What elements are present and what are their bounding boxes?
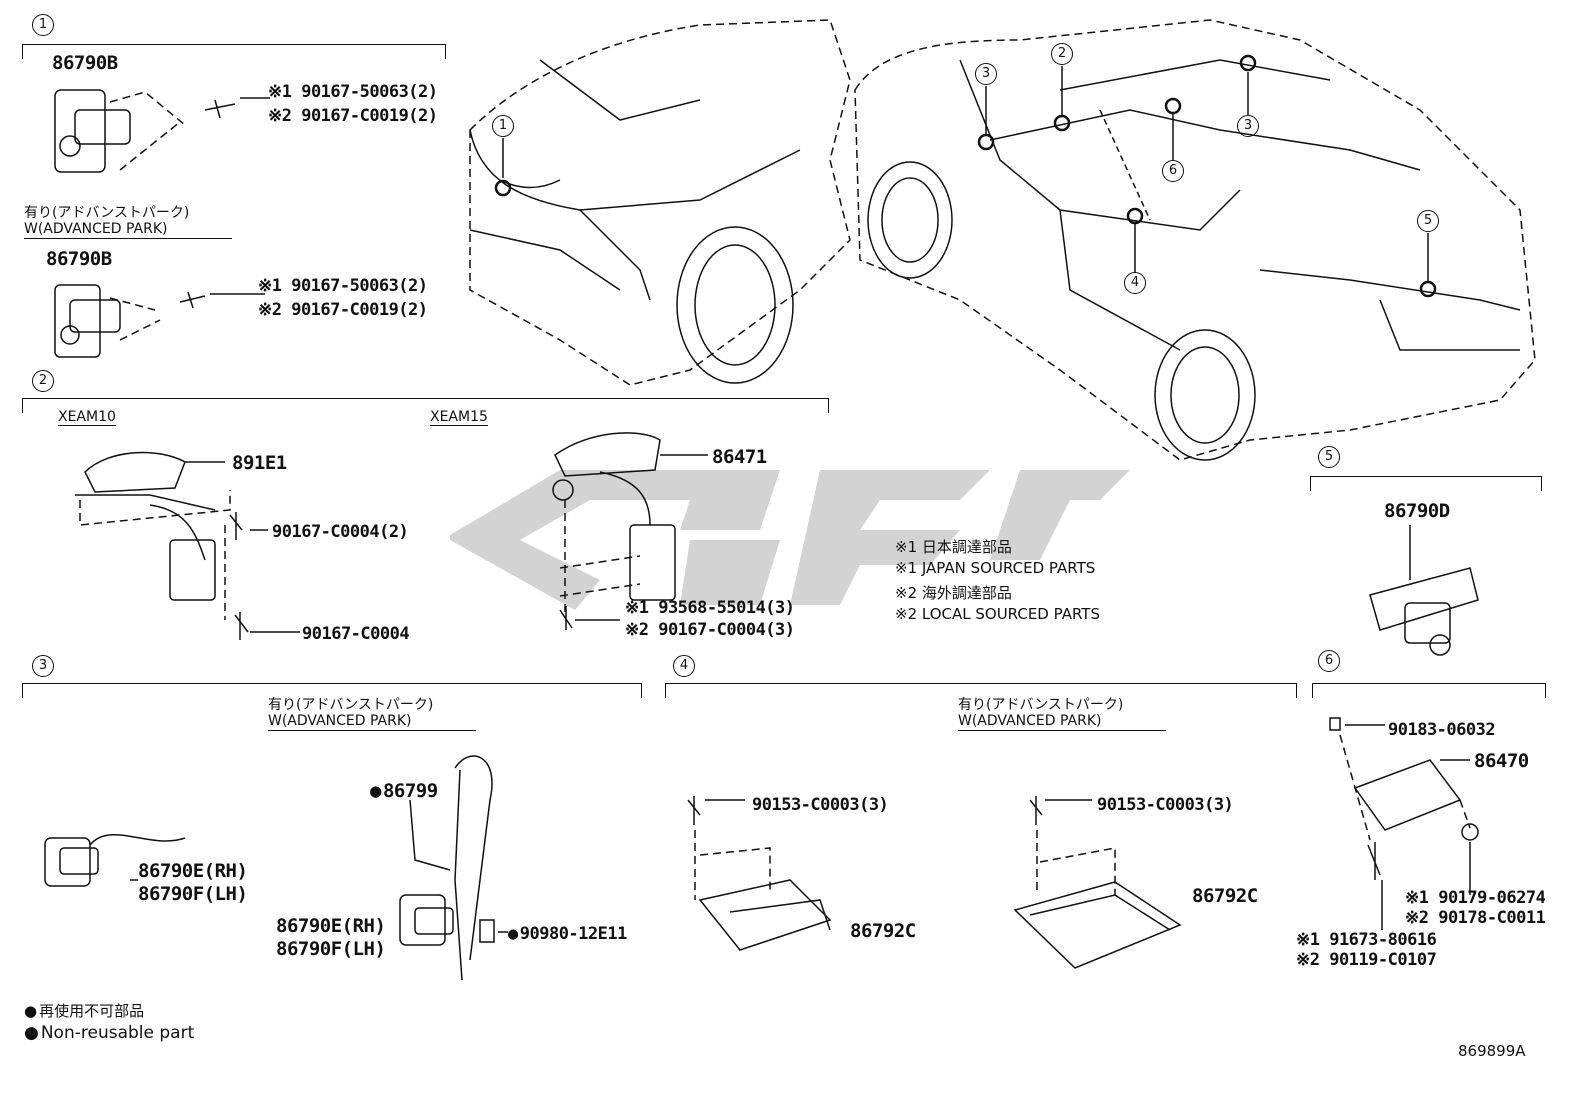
part-86790B-1: 86790B <box>52 52 118 74</box>
part-90178-C0011: ※2 90178-C0011 <box>1405 908 1546 928</box>
car-callout-4: 4 <box>1124 272 1146 294</box>
part-86471: 86471 <box>712 446 767 468</box>
part-86799: 86799 <box>370 780 438 802</box>
part-86790E-RH-b: 86790E(RH) <box>276 915 386 937</box>
section5-art <box>1369 525 1479 656</box>
car-callout-6: 6 <box>1162 160 1184 182</box>
car-callout-5: 5 <box>1417 210 1439 232</box>
condition-en-3: W(ADVANCED PARK) <box>268 713 476 731</box>
part-86470: 86470 <box>1474 750 1529 772</box>
car-callout-1: 1 <box>492 115 514 137</box>
part-91673-80616: ※1 91673-80616 <box>1296 930 1437 950</box>
part-86792C-b: 86792C <box>1192 885 1258 907</box>
part-bolt-2b: ※2 90167-C0019(2) <box>258 300 428 320</box>
section2-art <box>75 432 708 640</box>
legend-jp: 再使用不可部品 <box>24 1000 144 1021</box>
section3-art <box>44 755 508 981</box>
part-86790D: 86790D <box>1384 500 1450 522</box>
section4-art <box>687 796 1182 969</box>
part-90980-12E11: 90980-12E11 <box>508 924 628 944</box>
part-90179-06274: ※1 90179-06274 <box>1405 888 1546 908</box>
section1-art <box>54 89 270 358</box>
section-6-circle: 6 <box>1318 650 1340 672</box>
condition-en-1: W(ADVANCED PARK) <box>24 221 232 239</box>
part-90153-C0003-a: 90153-C0003(3) <box>752 795 889 815</box>
part-bolt-1a: ※1 90167-50063(2) <box>268 82 438 102</box>
part-90183-06032: 90183-06032 <box>1388 720 1496 740</box>
section-2-bracket <box>22 398 829 413</box>
variant-xeam15: XEAM15 <box>430 409 488 426</box>
part-86790F-LH-a: 86790F(LH) <box>138 883 248 905</box>
car-callout-leaders <box>494 54 1437 298</box>
section-5-bracket <box>1310 476 1542 491</box>
diagram-id: 869899A <box>1458 1042 1526 1060</box>
condition-jp-4: 有り(アドバンストパーク) <box>958 697 1124 713</box>
section-5-circle: 5 <box>1318 446 1340 468</box>
section-4-circle: 4 <box>673 655 695 677</box>
front-car-outline <box>469 19 851 386</box>
part-86790B-2: 86790B <box>46 248 112 270</box>
part-90119-C0107: ※2 90119-C0107 <box>1296 950 1437 970</box>
car-callout-2: 2 <box>1051 43 1073 65</box>
section6-art <box>1329 717 1479 930</box>
rear-car-outline <box>854 19 1536 461</box>
part-90153-C0003-b: 90153-C0003(3) <box>1097 795 1234 815</box>
section-2-circle: 2 <box>32 370 54 392</box>
section-1-bracket <box>22 44 446 59</box>
section-3-circle: 3 <box>32 655 54 677</box>
part-90167-C0004-3: ※2 90167-C0004(3) <box>625 620 795 640</box>
section-4-bracket <box>665 683 1297 698</box>
note-1-en: ※1 JAPAN SOURCED PARTS <box>895 559 1096 577</box>
section-3-bracket <box>22 683 642 698</box>
variant-xeam10: XEAM10 <box>58 409 116 426</box>
watermark <box>450 470 1130 610</box>
note-2-en: ※2 LOCAL SOURCED PARTS <box>895 605 1100 623</box>
part-93568-55014: ※1 93568-55014(3) <box>625 598 795 618</box>
part-90167-C0004-2: 90167-C0004(2) <box>272 522 409 542</box>
part-86790F-LH-b: 86790F(LH) <box>276 938 386 960</box>
legend-en: Non-reusable part <box>24 1023 194 1043</box>
condition-en-4: W(ADVANCED PARK) <box>958 713 1166 731</box>
car-callout-3a: 3 <box>975 63 997 85</box>
car-callout-3b: 3 <box>1237 115 1259 137</box>
part-90167-C0004: 90167-C0004 <box>302 624 410 644</box>
part-86790E-RH-a: 86790E(RH) <box>138 860 248 882</box>
part-bolt-2a: ※1 90167-50063(2) <box>258 276 428 296</box>
condition-jp-1: 有り(アドバンストパーク) <box>24 205 190 221</box>
condition-jp-3: 有り(アドバンストパーク) <box>268 697 434 713</box>
note-2-jp: ※2 海外調達部品 <box>895 584 1012 602</box>
part-891E1: 891E1 <box>232 452 287 474</box>
section-1-circle: 1 <box>32 14 54 36</box>
note-1-jp: ※1 日本調達部品 <box>895 538 1012 556</box>
part-86792C-a: 86792C <box>850 920 916 942</box>
part-bolt-1b: ※2 90167-C0019(2) <box>268 106 438 126</box>
section-6-bracket <box>1312 683 1546 698</box>
